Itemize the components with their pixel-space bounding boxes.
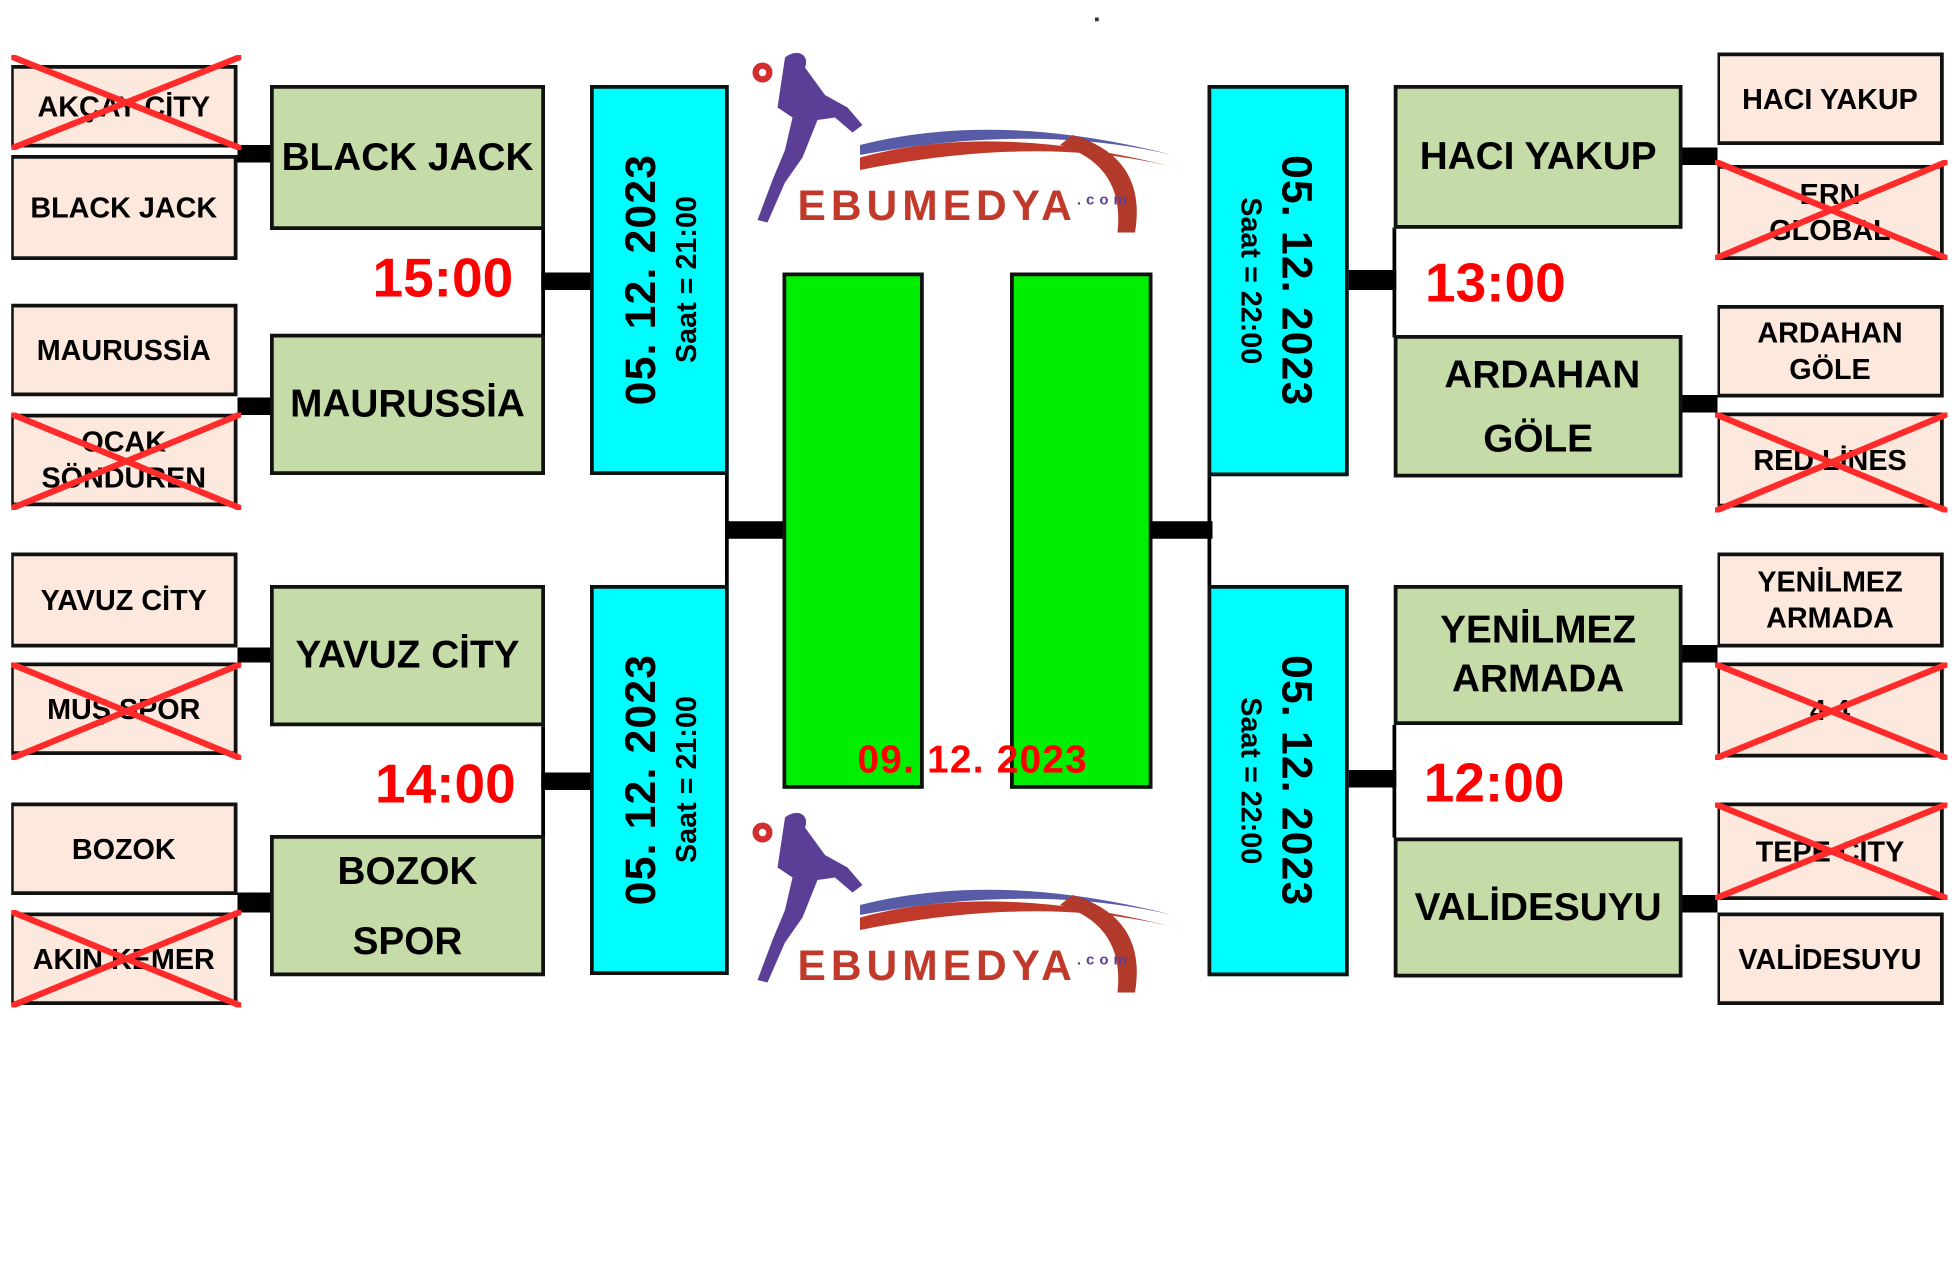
logo-text: EBUMEDYA [797, 182, 1077, 231]
connector [1207, 475, 1212, 588]
connector [237, 647, 270, 663]
right-r1-team-7: TEPE CİTY [1717, 802, 1944, 900]
logo-wordmark: EBUMEDYA.com [798, 943, 1132, 992]
left-r1-team-1: AKÇAY CİTY [11, 65, 238, 148]
team-name: MAURUSSİA [36, 333, 211, 366]
logo-wordmark: EBUMEDYA.com [798, 183, 1132, 232]
schedule-time: Saat = 21:00 [669, 196, 702, 364]
left-r1-team-3: MAURUSSİA [11, 303, 238, 397]
connector [237, 397, 270, 415]
schedule-time: Saat = 22:00 [1235, 197, 1269, 365]
team-name: BLACK JACK [281, 134, 534, 179]
right-r1-team-8: VALİDESUYU [1717, 912, 1944, 1005]
schedule-time: Saat = 21:00 [669, 696, 702, 864]
schedule-date: 05. 12. 2023 [1272, 654, 1321, 907]
connector [1682, 645, 1718, 663]
right-r1-team-5: YENİLMEZ ARMADA [1717, 552, 1944, 648]
schedule-time: Saat = 22:00 [1235, 697, 1269, 865]
team-name: BLACK JACK [30, 190, 218, 224]
right-r2-team-1: HACI YAKUP [1393, 85, 1683, 229]
left-r1-team-2: BLACK JACK [11, 155, 238, 260]
team-name: BOZOK [71, 832, 176, 865]
right-r1-team-3: ARDAHAN GÖLE [1717, 305, 1944, 398]
left-r1-team-4: OCAK SÖNDÜREN [11, 413, 238, 507]
left-r2-team-1: BLACK JACK [270, 85, 545, 230]
right-r2-team-4: VALİDESUYU [1393, 837, 1683, 978]
connector [1682, 147, 1718, 165]
schedule-date: 05. 12. 2023 [617, 654, 665, 906]
connector [1392, 725, 1397, 838]
team-name: ERN GLOBAL [1769, 177, 1891, 247]
team-name: HACI YAKUP [1419, 133, 1657, 178]
right-r1-team-4: RED LİNES [1717, 412, 1944, 508]
left-r1-team-5: YAVUZ CİTY [11, 552, 238, 648]
connector [237, 145, 270, 163]
left-r2-team-3: YAVUZ CİTY [270, 585, 545, 727]
left-r1-team-8: AKIN KEMER [11, 912, 238, 1005]
connector [1682, 395, 1718, 413]
team-name: AKÇAY CİTY [37, 89, 211, 123]
team-name: TEPE CİTY [1755, 834, 1905, 868]
connector [1150, 521, 1213, 539]
schedule-date: 05. 12. 2023 [1272, 154, 1321, 407]
connector [1682, 895, 1718, 913]
team-name: VALİDESUYU [1414, 884, 1662, 929]
team-name: 4 4 [1810, 693, 1850, 726]
team-name: YENİLMEZ ARMADA [1757, 565, 1903, 634]
team-name: YAVUZ CİTY [40, 583, 207, 616]
connector [1348, 270, 1397, 290]
team-name: YENİLMEZ ARMADA [1440, 607, 1637, 700]
brand-logo-bottom: EBUMEDYA.com [748, 805, 1198, 998]
schedule-date: 05. 12. 2023 [617, 154, 665, 406]
right-r2-team-3: YENİLMEZ ARMADA [1393, 585, 1683, 725]
connector [1348, 770, 1397, 788]
brand-logo-top: EBUMEDYA.com [748, 45, 1198, 238]
logo-text: EBUMEDYA [797, 942, 1077, 991]
left-r2-team-4: BOZOK SPOR [270, 835, 545, 977]
speck [1095, 17, 1099, 22]
final-slot-left [782, 272, 924, 789]
team-name: MUŞ SPOR [47, 692, 201, 725]
right-r2-team-2: ARDAHAN GÖLE [1393, 335, 1683, 478]
left-r2-team-2: MAURUSSİA [270, 333, 545, 475]
connector [1392, 227, 1397, 338]
connector [237, 892, 270, 913]
connector [541, 272, 592, 290]
left-r1-team-6: MUŞ SPOR [11, 662, 238, 755]
connector [541, 772, 592, 790]
logo-suffix: .com [1076, 190, 1132, 209]
footballer-kick-icon [752, 812, 1185, 993]
team-name: OCAK SÖNDÜREN [41, 425, 207, 494]
footballer-kick-icon [752, 52, 1185, 233]
left-r1-team-7: BOZOK [11, 802, 238, 895]
team-name: YAVUZ CİTY [295, 632, 520, 677]
right-r1-team-6: 4 4 [1717, 662, 1944, 758]
right-r1-team-2: ERN GLOBAL [1717, 165, 1944, 260]
team-name: ARDAHAN GÖLE [1757, 316, 1903, 385]
match-time-right-top: 13:00 [1425, 252, 1566, 314]
team-name: AKIN KEMER [32, 942, 215, 975]
match-time-left-bottom: 14:00 [375, 753, 516, 815]
final-date: 09. 12. 2023 [857, 737, 1088, 782]
right-r1-team-1: HACI YAKUP [1717, 52, 1944, 145]
team-name: RED LİNES [1753, 443, 1907, 476]
team-name: ARDAHAN GÖLE [1444, 352, 1641, 460]
team-name: MAURUSSİA [290, 381, 525, 426]
team-name: BOZOK SPOR [337, 848, 478, 962]
connector [725, 521, 785, 539]
team-name: VALİDESUYU [1738, 942, 1922, 975]
match-time-right-bottom: 12:00 [1423, 752, 1565, 814]
match-time-left-top: 15:00 [372, 247, 514, 309]
team-name: HACI YAKUP [1742, 82, 1918, 115]
final-slot-right [1010, 272, 1153, 789]
logo-suffix: .com [1076, 950, 1132, 969]
